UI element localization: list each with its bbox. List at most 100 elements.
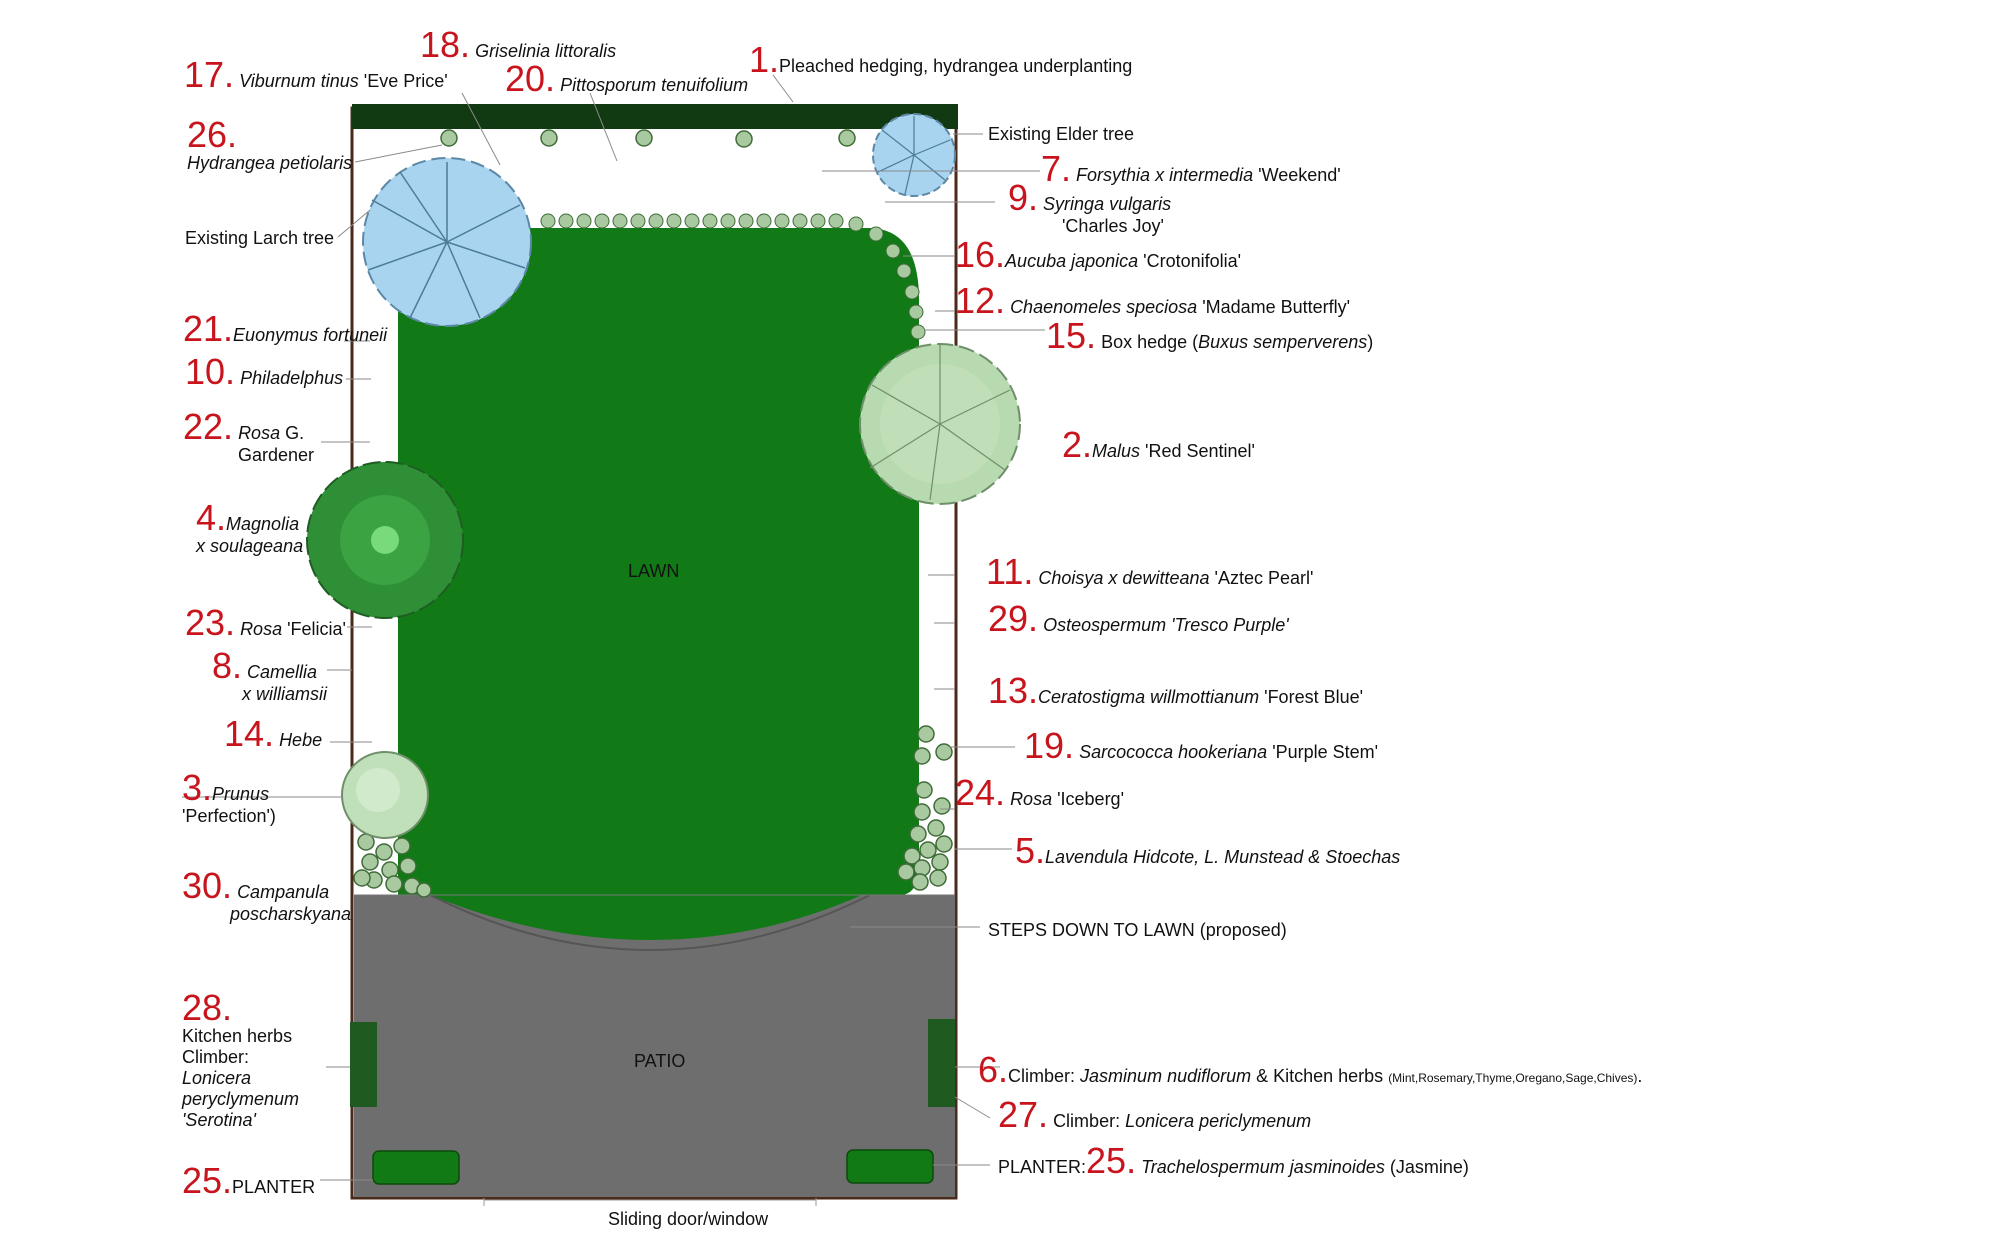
plant-prefix: Box hedge ( [1101, 332, 1199, 352]
label-line2: Climber: [182, 1047, 250, 1067]
label-3: 3.Prunus 'Perfection') [182, 770, 276, 827]
label-2: 2.Malus 'Red Sentinel' [1062, 427, 1255, 463]
label-number: 16. [955, 234, 1006, 275]
label-number: 21. [183, 308, 234, 349]
plant-name: Osteospermum 'Tresco Purple' [1043, 615, 1289, 635]
leader-lines [182, 74, 1045, 1181]
plant-name: Hebe [279, 730, 323, 750]
plant-suffix: ) [1367, 332, 1374, 352]
label-5: 5.Lavendula Hidcote, L. Munstead & Stoec… [1015, 833, 1400, 869]
label-number: 4. [196, 497, 227, 538]
left-border-shrubs [353, 833, 432, 898]
label-number: 6. [978, 1049, 1009, 1090]
box-hedge-row [540, 213, 926, 340]
plant-name: Sarcococca hookeriana [1079, 742, 1268, 762]
label-12: 12. Chaenomeles speciosa 'Madame Butterf… [955, 283, 1350, 319]
label-elder: Existing Elder tree [988, 124, 1135, 144]
plant-name: Prunus [212, 784, 270, 804]
plant-name: Euonymus fortuneii [233, 325, 388, 345]
label-14: 14. Hebe [224, 716, 322, 752]
plant-variety: 'Crotonifolia' [1138, 251, 1242, 271]
label-11: 11. Choisya x dewitteana 'Aztec Pearl' [986, 554, 1313, 590]
pleached-hedge [352, 104, 958, 129]
lawn [398, 228, 919, 940]
label-number: 25. [1086, 1140, 1137, 1181]
plant-name: Philadelphus [240, 368, 344, 388]
label-19: 19. Sarcococca hookeriana 'Purple Stem' [1024, 728, 1378, 764]
hedge-balls-top [440, 129, 856, 148]
label-16: 16.Aucuba japonica 'Crotonifolia' [955, 237, 1241, 273]
label-number: 11. [986, 551, 1034, 592]
label-30: 30. Campanula poscharskyana [182, 868, 351, 925]
label-13: 13.Ceratostigma willmottianum 'Forest Bl… [988, 673, 1363, 709]
label-number: 25. [182, 1160, 233, 1201]
label-23: 23. Rosa 'Felicia' [185, 605, 346, 641]
label-number: 17. [184, 54, 235, 95]
label-number: 22. [183, 406, 234, 447]
label-15: 15. Box hedge (Buxus semperverens) [1046, 318, 1373, 354]
label-28: 28. Kitchen herbs Climber: Lonicera pery… [182, 990, 299, 1131]
planter-text: PLANTER [232, 1177, 316, 1197]
plant-variety: 'Purple Stem' [1267, 742, 1379, 762]
plant-name-line2: peryclymenum [182, 1089, 300, 1109]
plant-name: Pleached hedging, hydrangea underplantin… [779, 56, 1133, 76]
plant-name: Trachelospermum jasminoides [1141, 1157, 1385, 1177]
plant-variety: 'Madame Butterfly' [1197, 297, 1351, 317]
plant-name: Hydrangea petiolaris [187, 153, 353, 173]
patio [354, 895, 955, 1197]
plant-name: Rosa [240, 619, 283, 639]
label-17: 17. Viburnum tinus 'Eve Price' [184, 57, 448, 93]
plant-name: Ceratostigma willmottianum [1038, 687, 1260, 707]
larch-tree [362, 157, 532, 327]
label-steps: STEPS DOWN TO LAWN (proposed) [988, 920, 1287, 940]
label-number: 14. [224, 713, 275, 754]
plant-variety: G. [280, 423, 305, 443]
label-number: 7. [1041, 148, 1072, 189]
plant-prefix: Climber: [1008, 1066, 1081, 1086]
label-number: 28. [182, 987, 233, 1028]
plant-name-line2: x williamsii [242, 684, 327, 704]
plant-variety: 'Forest Blue' [1259, 687, 1364, 707]
label-number: 15. [1046, 315, 1097, 356]
plant-variety: 'Red Sentinel' [1140, 441, 1255, 461]
planter-text: PLANTER: [998, 1157, 1087, 1177]
label-number: 12. [955, 280, 1006, 321]
plant-suffix: (Jasmine) [1384, 1157, 1469, 1177]
door-marks [483, 1198, 817, 1206]
label-number: 27. [998, 1094, 1049, 1135]
malus-tree [859, 343, 1021, 505]
plant-variety: 'Charles Joy' [1062, 216, 1164, 236]
plant-variety: 'Perfection') [182, 806, 276, 826]
label-number: 24. [955, 772, 1006, 813]
label-29: 29. Osteospermum 'Tresco Purple' [988, 601, 1289, 637]
label-number: 8. [212, 645, 243, 686]
label-number: 20. [505, 58, 556, 99]
label-number: 2. [1062, 424, 1093, 465]
plant-variety: 'Iceberg' [1052, 789, 1125, 809]
prunus-tree [341, 751, 429, 839]
plant-name: Rosa [238, 423, 281, 443]
label-number: 23. [185, 602, 236, 643]
plant-variety: 'Eve Price' [358, 71, 448, 91]
plant-name: Chaenomeles speciosa [1010, 297, 1198, 317]
label-larch: Existing Larch tree [185, 228, 335, 248]
plant-variety: 'Weekend' [1253, 165, 1341, 185]
label-number: 5. [1015, 830, 1046, 871]
label-number: 18. [420, 24, 471, 65]
plant-name: Pittosporum tenuifolium [560, 75, 749, 95]
plant-name-line2: x soulageana [196, 536, 304, 556]
label-line1: Kitchen herbs [182, 1026, 293, 1046]
label-20: 20. Pittosporum tenuifolium [505, 61, 748, 97]
label-number: 3. [182, 767, 213, 808]
label-22: 22. Rosa G. Gardener [183, 409, 314, 466]
right-border-shrubs [897, 725, 953, 891]
plant-name: Jasminum nudiflorum [1080, 1066, 1252, 1086]
herb-list: (Mint,Rosemary,Thyme,Oregano,Sage,Chives… [1388, 1071, 1638, 1085]
label-24: 24. Rosa 'Iceberg' [955, 775, 1124, 811]
label-number: 10. [185, 351, 236, 392]
plant-prefix: Climber: [1053, 1111, 1126, 1131]
plant-name: Lavendula Hidcote, L. Munstead & Stoecha… [1045, 847, 1401, 867]
planters [372, 1149, 934, 1185]
label-8: 8. Camellia x williamsii [212, 648, 327, 705]
